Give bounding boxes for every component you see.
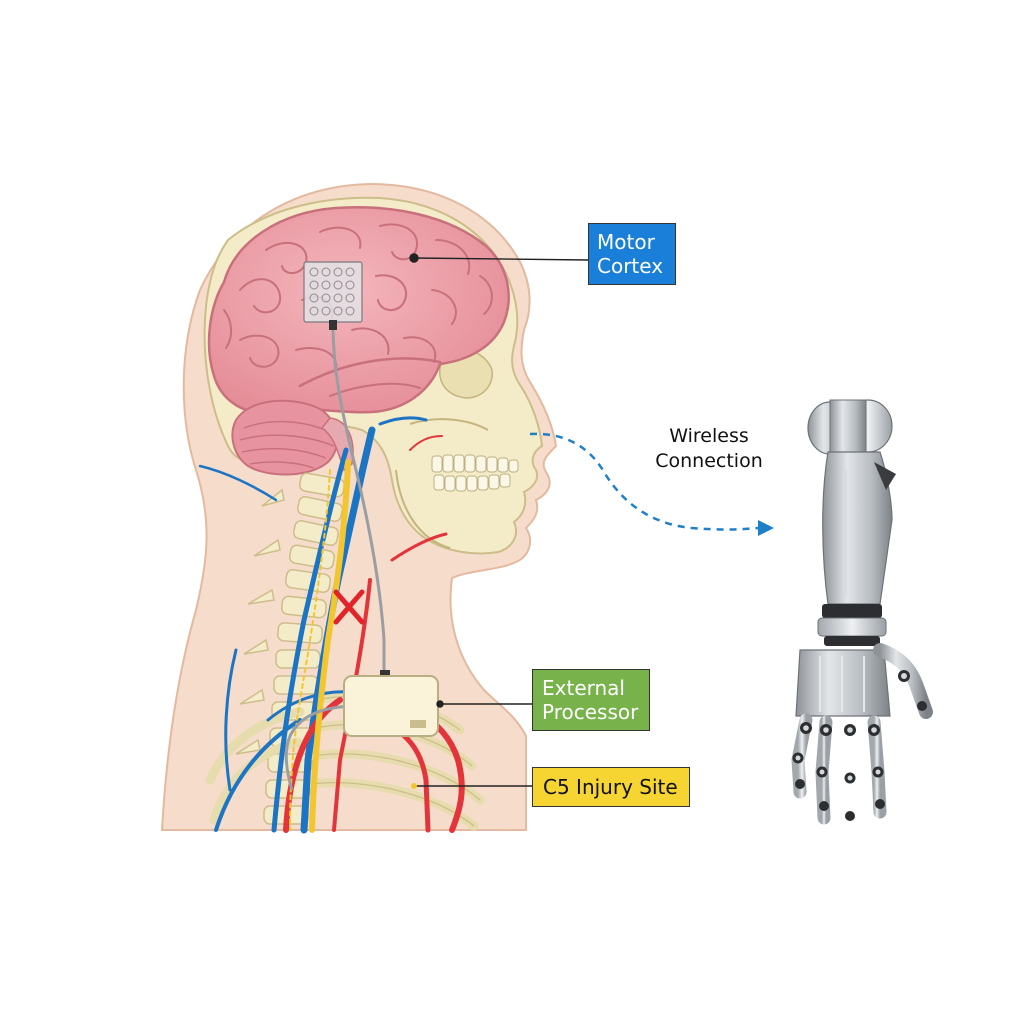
wireless-label-line2: Connection — [655, 450, 763, 472]
leader-lines — [409, 253, 589, 789]
injury-label-text: C5 Injury Site — [543, 775, 678, 799]
prosthetic-arm — [791, 399, 933, 833]
processor-label-line2: Processor — [542, 700, 639, 724]
electrode-array — [303, 261, 363, 330]
injury-site-label: C5 Injury Site — [532, 767, 690, 807]
processor-label-line1: External — [542, 676, 625, 700]
external-processor-label: External Processor — [532, 669, 650, 731]
motor-cortex-label-line2: Cortex — [597, 254, 664, 278]
wireless-signal — [529, 432, 774, 536]
injury-mark — [333, 589, 365, 625]
motor-cortex-label-line1: Motor — [597, 230, 655, 254]
spinal-cord — [289, 459, 351, 833]
motor-cortex-label: Motor Cortex — [588, 223, 676, 285]
processor-cable — [284, 704, 351, 791]
wireless-connection-label: Wireless Connection — [636, 424, 782, 474]
wireless-label-line1: Wireless — [669, 425, 749, 447]
electrode-cable — [331, 329, 386, 676]
external-processor-device — [343, 670, 439, 737]
